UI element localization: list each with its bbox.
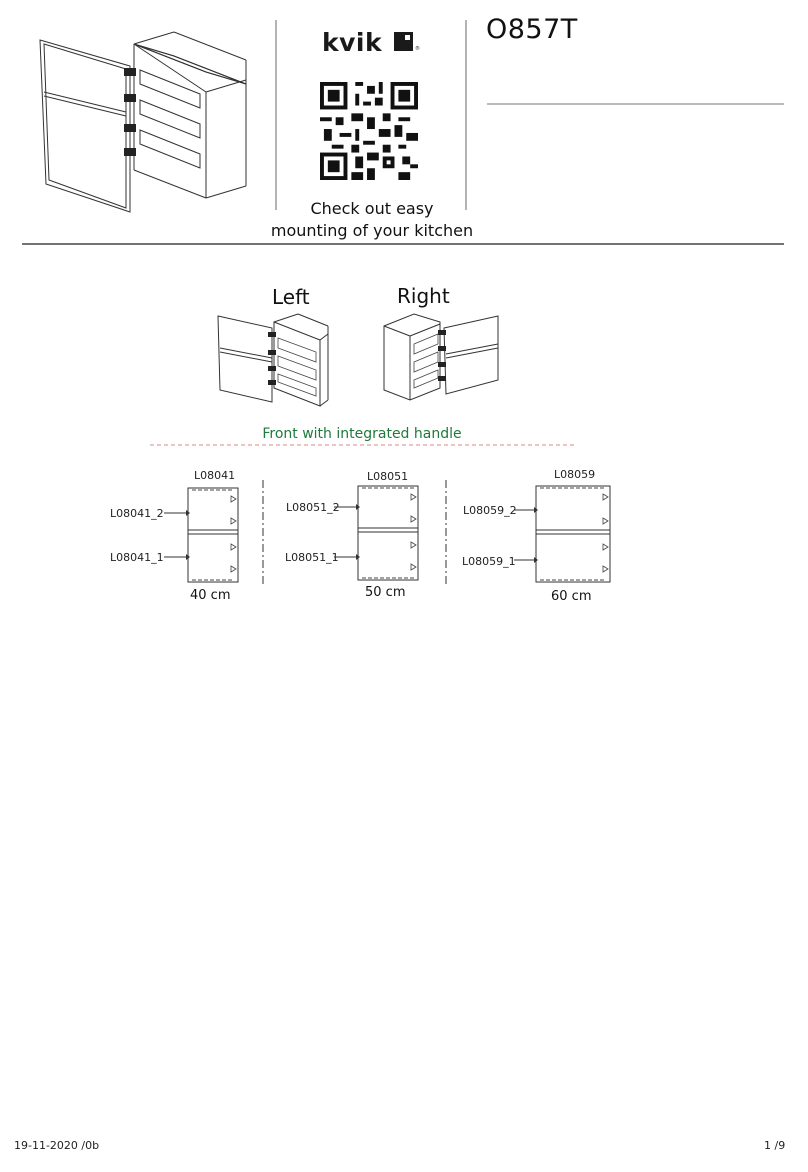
variant-2-width: 50 cm (365, 585, 406, 600)
caption-dashed-line (150, 444, 574, 446)
variant-1-code: L08041 (194, 469, 236, 482)
footer-page-number: 1 /9 (764, 1139, 786, 1152)
brand-logo: kvik (322, 28, 383, 57)
variant-2-code: L08051 (367, 470, 409, 483)
variant-2-upper-code: L08051_2 (286, 501, 340, 514)
variant-3-upper-code: L08059_2 (463, 504, 517, 517)
qr-caption-line-2: mounting of your kitchen (270, 221, 474, 240)
variant-1-width: 40 cm (190, 588, 231, 603)
right-label: Right (397, 284, 450, 308)
qr-caption: Check out easy mounting of your kitchen (264, 198, 480, 242)
brand-logo-square-icon (394, 32, 413, 51)
variant-1-upper-code: L08041_2 (110, 507, 164, 520)
left-label: Left (272, 285, 310, 309)
variant-2-front-drawing (334, 485, 419, 581)
qr-code-icon (320, 82, 418, 180)
right-hinged-cabinet-illustration (383, 313, 499, 401)
variant-1-front-drawing (164, 487, 239, 583)
variant-2-lower-code: L08051_1 (285, 551, 339, 564)
variant-separators (262, 480, 447, 585)
variant-3-code: L08059 (554, 468, 596, 481)
left-hinged-cabinet-illustration (217, 313, 329, 407)
registered-mark: ® (415, 46, 420, 52)
qr-caption-line-1: Check out easy (310, 199, 434, 218)
variant-3-front-drawing (514, 485, 611, 583)
footer-date: 19-11-2020 /0b (14, 1139, 100, 1152)
cabinet-illustration (39, 31, 247, 213)
variant-1-lower-code: L08041_1 (110, 551, 164, 564)
front-caption: Front with integrated handle (262, 426, 462, 442)
variant-3-width: 60 cm (551, 589, 592, 604)
variant-3-lower-code: L08059_1 (462, 555, 516, 568)
product-code: O857T (486, 14, 578, 45)
